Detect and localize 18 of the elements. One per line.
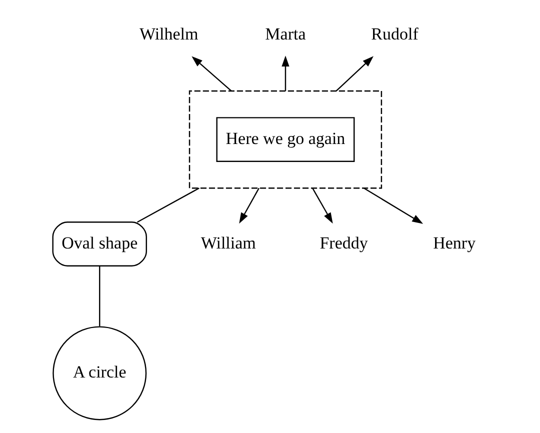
node-text: William bbox=[200, 234, 256, 253]
arrow bbox=[239, 188, 260, 224]
arrow bbox=[192, 56, 232, 92]
node-circle: A circle bbox=[52, 326, 147, 420]
node-text: Marta bbox=[265, 24, 306, 44]
node-text: Freddy bbox=[320, 234, 368, 253]
arrow bbox=[336, 56, 374, 92]
cluster bbox=[188, 90, 382, 189]
node-text: Henry bbox=[433, 234, 476, 253]
connector bbox=[99, 266, 100, 326]
arrow bbox=[312, 188, 333, 224]
connector bbox=[137, 188, 200, 223]
node-text: Rudolf bbox=[371, 24, 418, 44]
node-box: Oval shape bbox=[52, 222, 147, 266]
node-text: Wilhelm bbox=[139, 24, 198, 44]
node-box: Here we go again bbox=[216, 117, 355, 162]
arrow bbox=[282, 56, 290, 91]
arrow bbox=[364, 188, 424, 224]
